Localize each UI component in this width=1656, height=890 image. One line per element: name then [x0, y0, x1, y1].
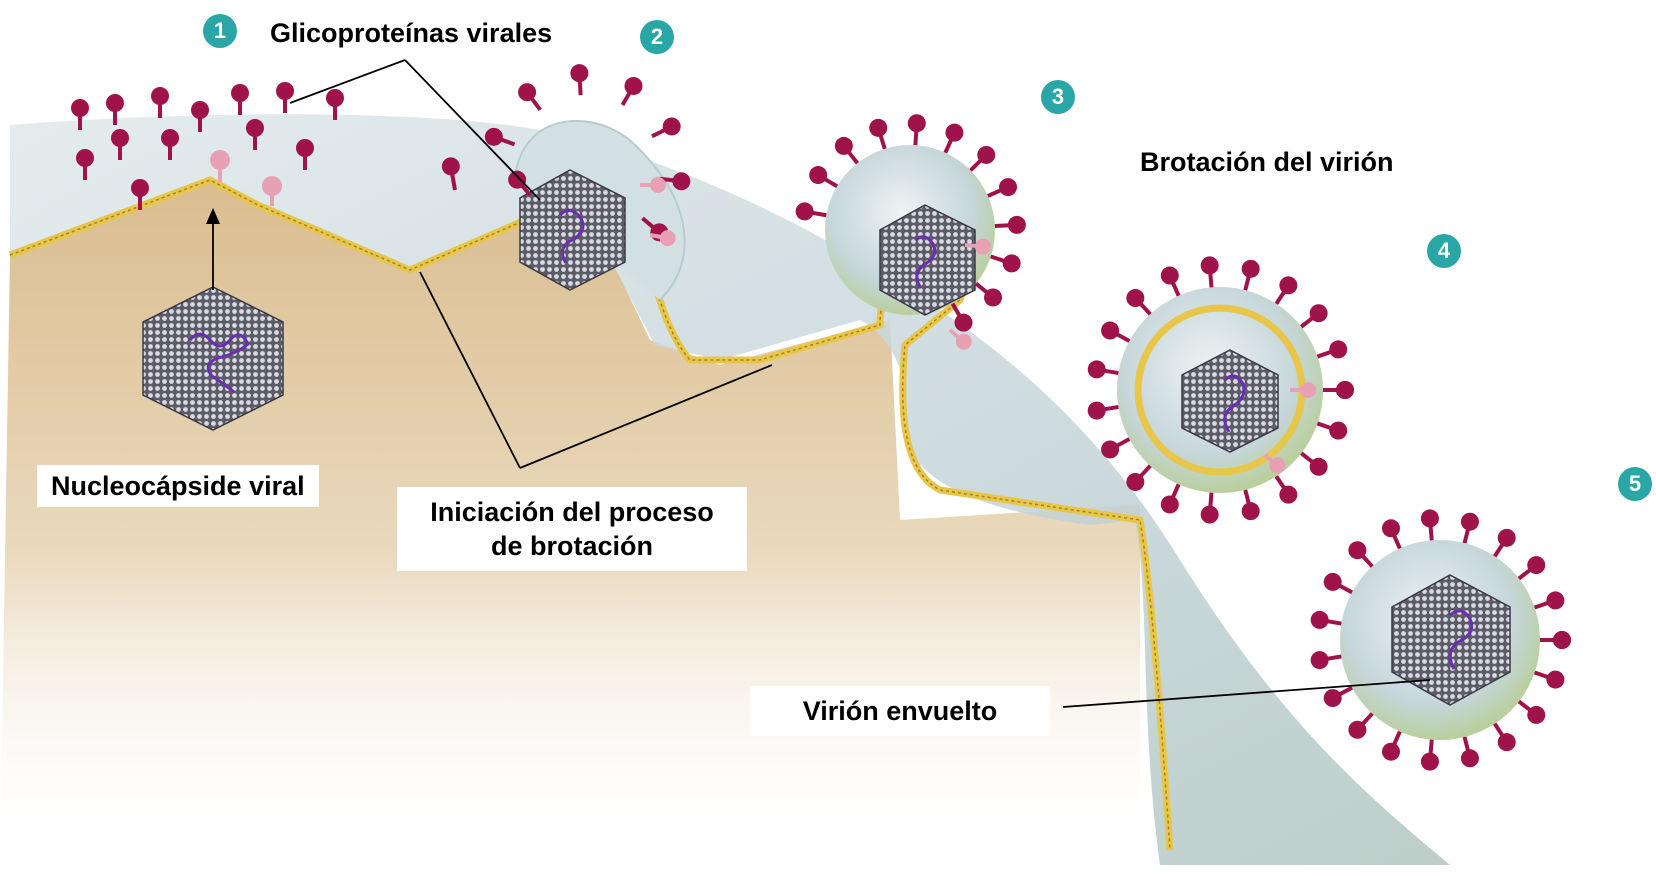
glycoprotein-spike [1348, 714, 1372, 739]
label-enveloped-virion: Virión envuelto [750, 686, 1050, 736]
glycoprotein-spike [1088, 360, 1119, 378]
glycoprotein-spike [869, 119, 887, 149]
label-glycoproteins: Glicoproteínas virales [256, 12, 566, 54]
glycoprotein-spike [1461, 737, 1479, 767]
glycoprotein-spike [1519, 556, 1545, 579]
glycoprotein-spike [809, 166, 837, 186]
glycoprotein-spike [971, 146, 996, 170]
glycoprotein-spike [231, 84, 249, 115]
glycoprotein-spike [976, 284, 1002, 307]
glycoprotein-spike [1519, 701, 1545, 724]
glycoprotein-spike [1276, 276, 1297, 303]
glycoprotein-spike [945, 124, 963, 153]
glycoprotein-spike [1101, 322, 1129, 341]
label-virion-budding: Brotación del virión [1126, 141, 1408, 183]
step-badge-1: 1 [203, 14, 237, 48]
glycoprotein-spike [151, 87, 169, 118]
glycoprotein-spike [652, 117, 681, 136]
glycoprotein-spike [1276, 476, 1297, 503]
glycoprotein-spike [1461, 513, 1479, 543]
glycoprotein-spike [1421, 740, 1439, 771]
glycoprotein-spike [1161, 267, 1179, 296]
glycoprotein-spike [835, 137, 858, 163]
step-badge-3: 3 [1041, 80, 1075, 114]
glycoprotein-spike [995, 216, 1026, 234]
glycoprotein-spike [1301, 304, 1327, 327]
label-budding-start: Iniciación del proceso de brotación [397, 487, 747, 571]
step-badge-4: 4 [1427, 234, 1461, 268]
glycoprotein-spike [1495, 529, 1516, 556]
glycoprotein-spike [1323, 381, 1354, 399]
glycoprotein-spike [1088, 402, 1119, 420]
glycoprotein-spike [988, 178, 1017, 196]
glycoprotein-spike [908, 114, 926, 145]
glycoprotein-spike [991, 254, 1021, 272]
glycoprotein-spike [1324, 573, 1352, 592]
glycoprotein-spike [1161, 484, 1179, 513]
step-badge-5: 5 [1618, 467, 1652, 501]
glycoprotein-spike [1495, 724, 1516, 751]
glycoprotein-spike [1301, 453, 1327, 476]
glycoprotein-spike [1201, 256, 1219, 287]
glycoprotein-spike [1382, 519, 1400, 548]
label-nucleocapsid: Nucleocápside viral [37, 465, 319, 507]
glycoprotein-spike [1535, 591, 1565, 609]
step-badge-2: 2 [640, 20, 674, 54]
glycoprotein-spike [1324, 688, 1352, 707]
glycoprotein-spike [1421, 509, 1439, 540]
glycoprotein-spike [1317, 422, 1347, 440]
glycoprotein-spike [570, 64, 588, 95]
glycoprotein-spike [1317, 340, 1347, 358]
label-budding-start-line1: Iniciación del proceso [397, 495, 747, 529]
glycoprotein-spike [1311, 611, 1342, 629]
glycoprotein-spike [1382, 732, 1400, 761]
glycoprotein-spike [1126, 289, 1150, 314]
glycoprotein-spike [1311, 651, 1342, 669]
glycoprotein-spike [796, 202, 827, 220]
glycoprotein-spike [1201, 493, 1219, 524]
glycoprotein-spike [276, 82, 294, 113]
glycoprotein-spike [1242, 490, 1260, 520]
glycoprotein-spike [1126, 466, 1150, 491]
label-budding-start-line2: de brotación [397, 529, 747, 563]
glycoprotein-spike [1242, 260, 1260, 290]
glycoprotein-spike [1535, 671, 1565, 689]
glycoprotein-spike [518, 83, 540, 110]
glycoprotein-spike [1101, 439, 1129, 458]
glycoprotein-spike [1348, 541, 1372, 566]
glycoprotein-spike [1540, 631, 1571, 649]
glycoprotein-spike [623, 77, 643, 105]
